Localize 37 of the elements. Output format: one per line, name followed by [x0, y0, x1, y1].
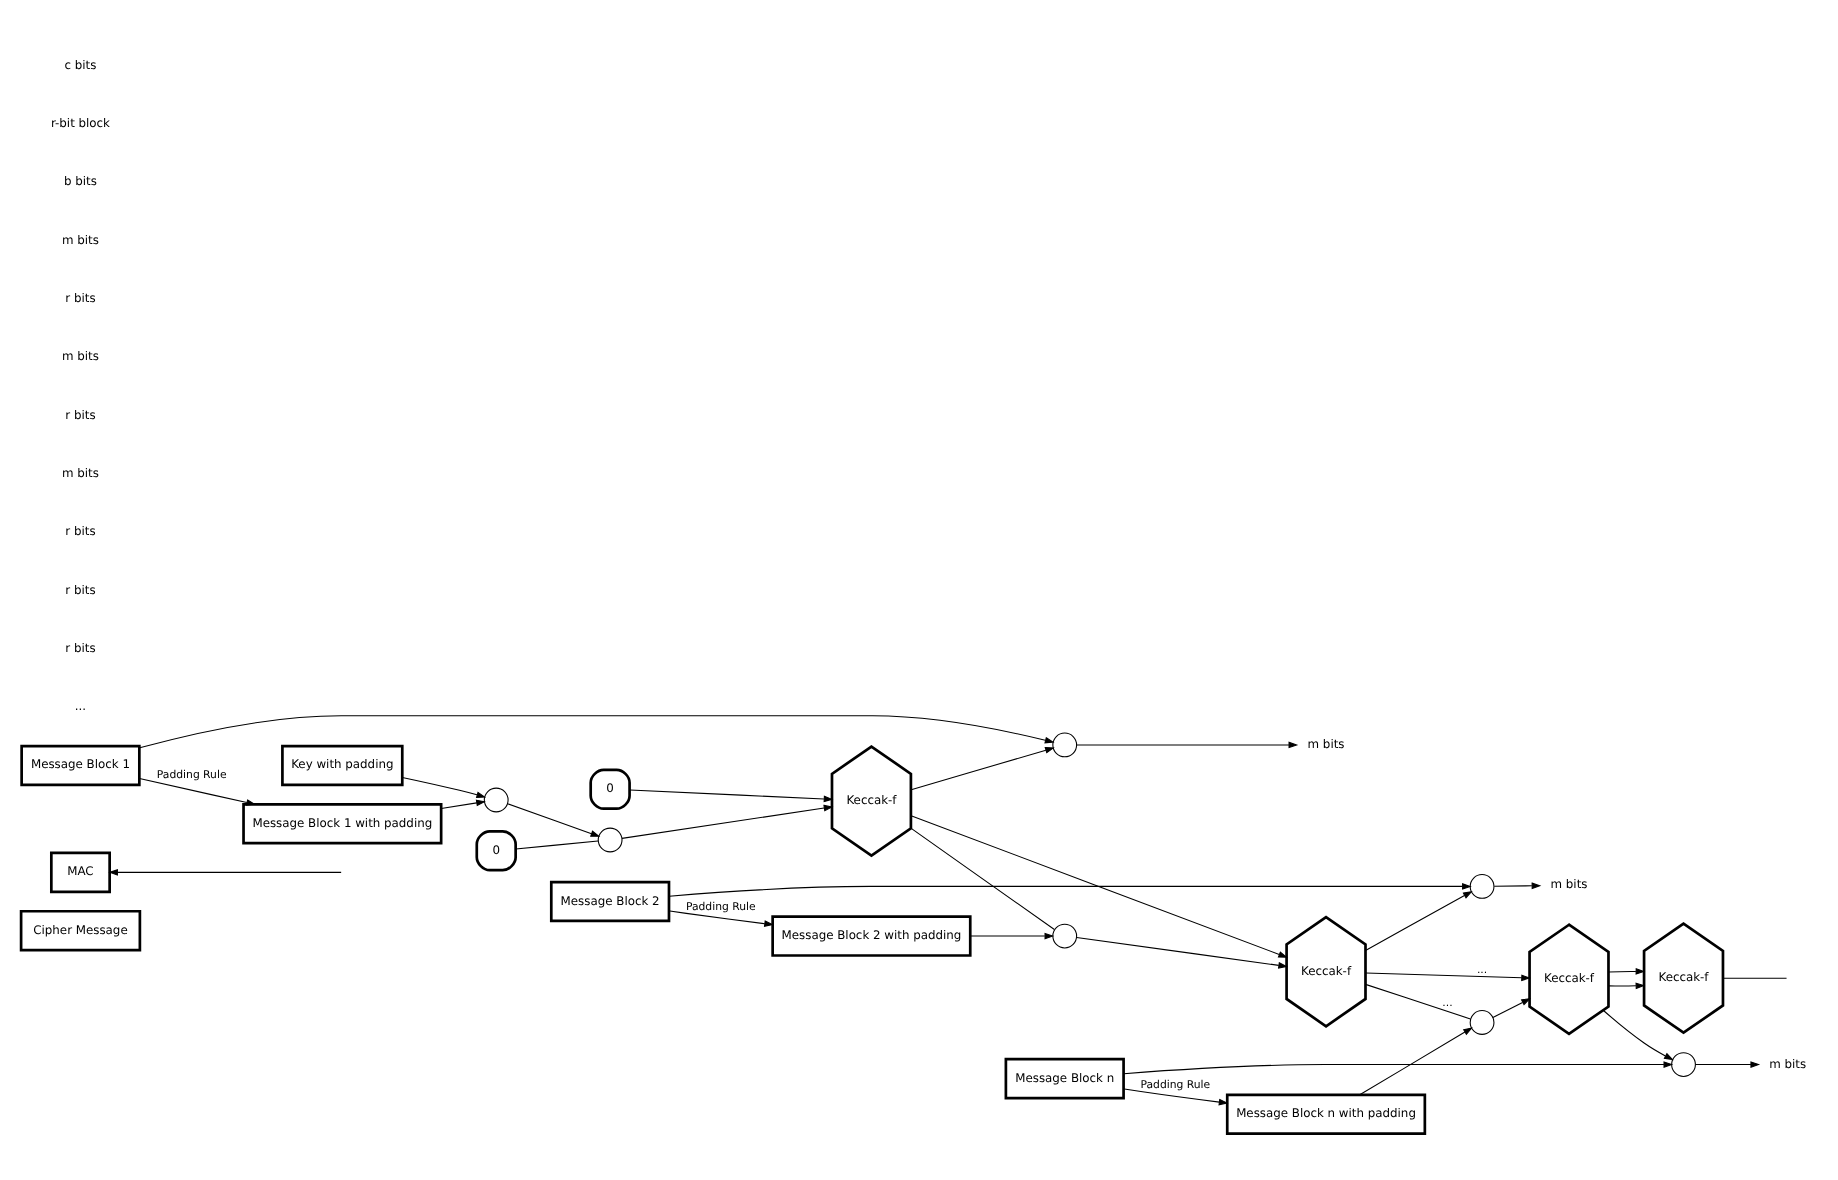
- node-circle: [1052, 923, 1078, 949]
- arrow: [1076, 741, 1299, 749]
- arrow: [910, 815, 1288, 958]
- node-circle: [1052, 732, 1078, 758]
- arrow: [969, 932, 1055, 940]
- arrow: [910, 747, 1055, 791]
- connector: [1365, 983, 1471, 1020]
- arrow: [1492, 998, 1531, 1019]
- arrow: [1123, 1061, 1674, 1075]
- arrow: [668, 883, 1472, 897]
- node-circle: [1469, 1010, 1495, 1035]
- arrow: [139, 777, 256, 806]
- node-circle: [1469, 874, 1495, 899]
- connector: [910, 827, 1055, 931]
- arrow: [507, 803, 601, 837]
- connector: [1722, 977, 1788, 979]
- arrow: [668, 910, 774, 928]
- arrow: [440, 799, 486, 809]
- node-circle: [483, 787, 509, 813]
- arrow: [1608, 968, 1646, 975]
- arrow: [1365, 890, 1473, 951]
- arrow: [139, 715, 1055, 749]
- arrow: [1493, 882, 1542, 890]
- arrow: [629, 789, 834, 803]
- arrow: [401, 776, 487, 799]
- arrow: [1076, 937, 1289, 969]
- arrow: [1608, 982, 1646, 990]
- arrow: [1359, 1027, 1473, 1096]
- node-circle: [597, 827, 623, 853]
- arrow: [108, 868, 342, 876]
- connector: [515, 840, 599, 850]
- arrow: [1695, 1061, 1761, 1068]
- arrow: [1602, 1009, 1674, 1061]
- arrow: [621, 804, 834, 839]
- node-circle: [1671, 1052, 1696, 1077]
- arrow: [1365, 972, 1531, 982]
- arrow: [1123, 1088, 1229, 1106]
